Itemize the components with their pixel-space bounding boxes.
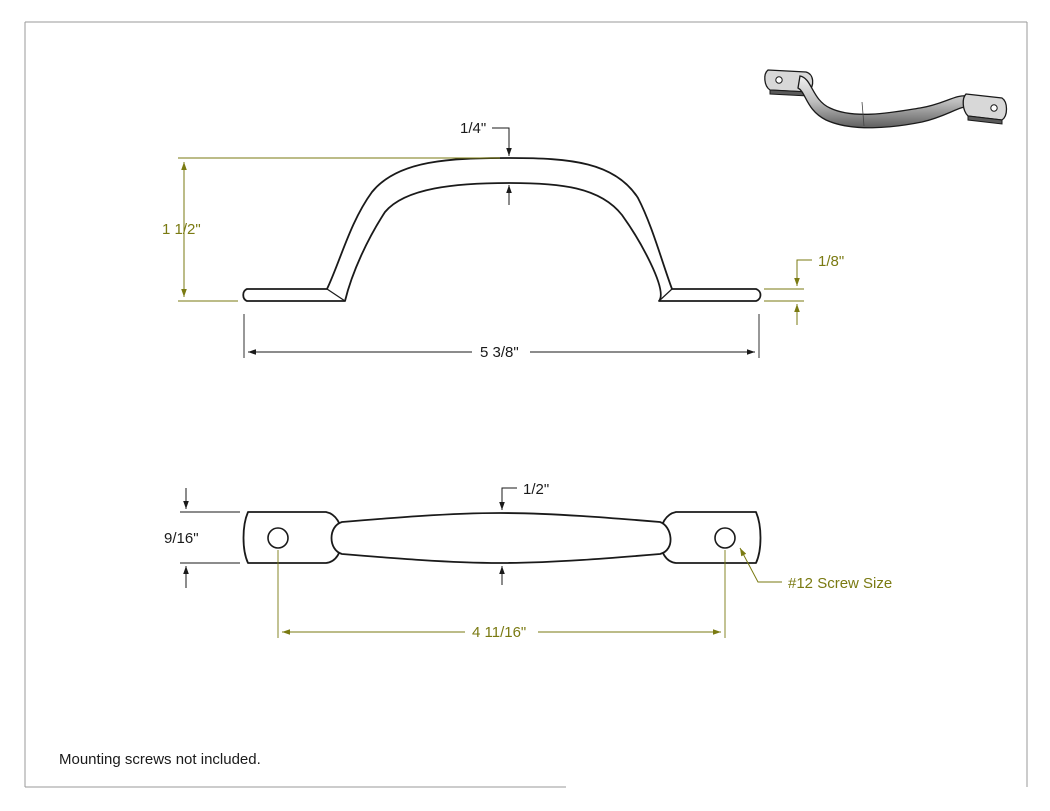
plate-thickness-dimension: 1/8": [764, 253, 844, 325]
thickness-label: 1/4": [460, 120, 486, 137]
hole-spacing-label: 4 11/16": [472, 624, 526, 641]
thickness-dimension: 1/4": [460, 120, 512, 205]
hole-spacing-dimension: 4 11/16": [277, 550, 726, 641]
plate-width-dimension: 9/16": [164, 488, 240, 588]
plate-width-label: 9/16": [164, 530, 199, 547]
screw-size-callout: #12 Screw Size: [739, 547, 892, 592]
drawing-frame: [24, 21, 1028, 788]
overall-length-label: 5 3/8": [480, 344, 519, 361]
plate-thickness-label: 1/8": [818, 253, 844, 270]
grip-body: [330, 512, 672, 564]
overall-length-dimension: 5 3/8": [243, 314, 760, 361]
handle-isometric-icon: [764, 69, 1008, 129]
screw-size-label: #12 Screw Size: [788, 575, 892, 592]
right-screw-hole: [714, 527, 736, 549]
right-mounting-plate: [659, 511, 762, 564]
mounting-note: Mounting screws not included.: [59, 751, 261, 768]
left-screw-hole: [267, 527, 289, 549]
grip-width-label: 1/2": [523, 481, 549, 498]
left-mounting-plate: [242, 511, 343, 564]
height-dimension: 1 1/2": [162, 157, 500, 302]
handle-side-profile: [242, 157, 762, 302]
side-view: 1/4" 1 1/2" 1/8" 5 3/8": [162, 120, 844, 361]
grip-width-dimension: 1/2": [499, 481, 549, 585]
height-label: 1 1/2": [162, 221, 201, 238]
top-view: 1/2" 9/16" 4 11/16" #12 Screw Size: [164, 481, 892, 641]
